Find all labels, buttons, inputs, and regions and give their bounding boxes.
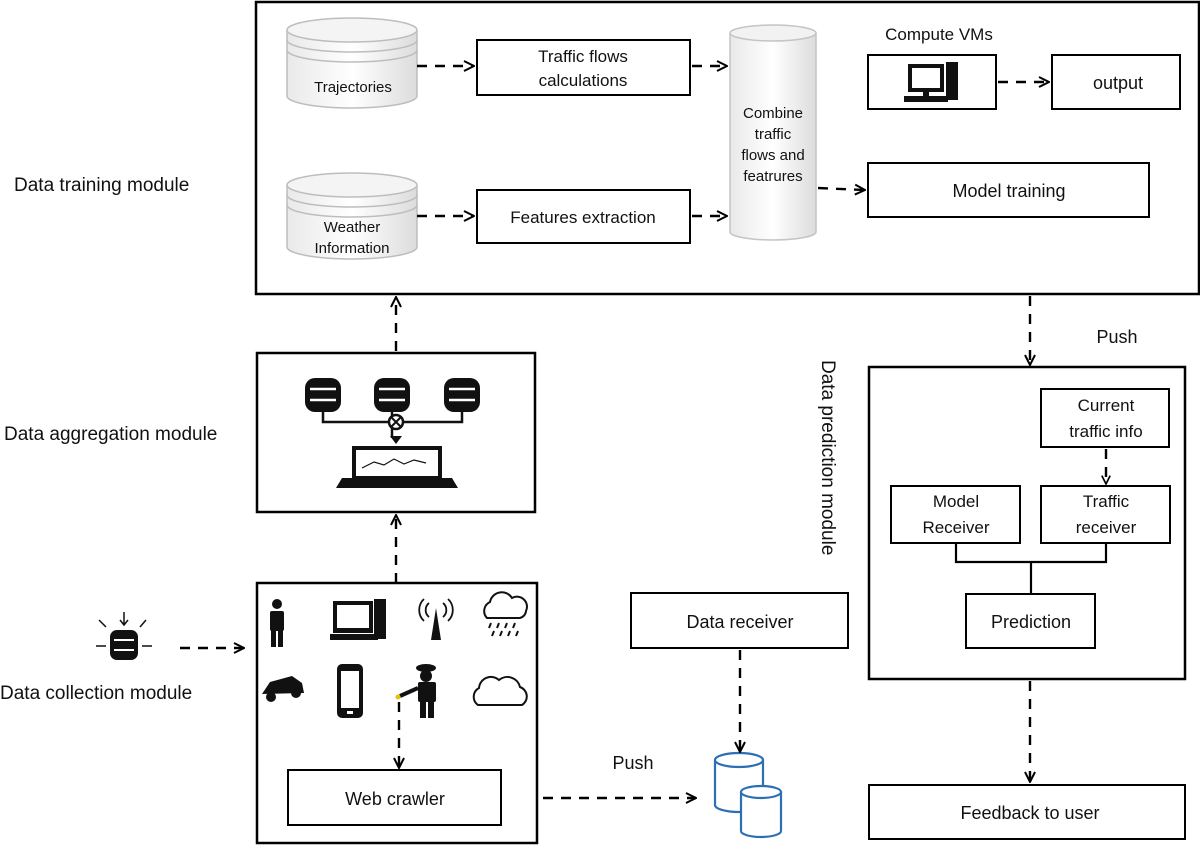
feedback-box [868,784,1186,840]
db-stack-icon-3 [444,378,480,412]
trajectories-database-icon [286,17,418,109]
weather-label-line1: Weather [324,219,380,236]
cloud-icon [472,675,528,706]
arrow-combine-to-model-training [817,188,865,190]
car-icon [262,676,304,702]
trajectories-label: Trajectories [314,79,392,96]
training-module-label: Data training module [14,175,189,196]
traffic-receiver-label-line2: receiver [1076,518,1137,537]
computer-icon [904,62,958,102]
prediction-module-label: Data prediction module [817,360,838,555]
prediction-box [965,593,1096,649]
weather-label-line2: Information [314,240,389,257]
aggregation-module-box [255,351,537,514]
person-icon [270,599,284,647]
desktop-computer-icon [330,599,386,640]
push-label-bottom: Push [612,753,653,773]
db-stack-icon-1 [305,378,341,412]
model-receiver-label-line1: Model [933,492,979,511]
traffic-receiver-box [1040,485,1171,544]
weather-database-icon [286,172,418,260]
model-receiver-label-line2: Receiver [922,518,989,537]
receivers-connector [954,543,1108,594]
features-extraction-box [476,189,691,244]
rain-cloud-icon [483,591,528,637]
prediction-label: Prediction [991,612,1071,632]
output-label: output [1093,73,1143,93]
traffic-flows-box [476,39,691,96]
traffic-flows-label-line1: Traffic flows [538,47,628,66]
combine-label-line1: Combine [743,105,803,122]
aggregation-module-label: Data aggregation module [4,424,217,445]
data-receiver-box [630,592,849,649]
traffic-receiver-label-line1: Traffic [1083,492,1130,511]
feedback-label: Feedback to user [960,803,1099,823]
model-training-label: Model training [952,181,1065,201]
combine-cylinder-icon [729,24,817,241]
traffic-flows-label-line2: calculations [539,71,628,90]
aggregation-icon [305,378,480,488]
antenna-tower-icon [418,598,454,640]
current-traffic-label-line2: traffic info [1069,422,1142,441]
data-sources-icon [96,612,152,660]
current-traffic-label-line1: Current [1078,396,1135,415]
combine-label-line4: featrures [743,168,802,185]
features-extraction-label: Features extraction [510,208,656,227]
storage-database-icon [713,751,783,839]
web-crawler-box [287,769,502,826]
combine-label-line2: traffic [755,126,792,143]
smartphone-icon [337,664,363,718]
compute-vms-label: Compute VMs [885,25,993,44]
combine-label-line3: flows and [741,147,804,164]
collection-module-label: Data collection module [0,683,192,704]
db-stack-icon-2 [374,378,410,412]
model-training-box [867,162,1150,218]
current-traffic-box [1040,388,1170,448]
data-receiver-label: Data receiver [686,612,793,632]
output-box [1051,54,1181,110]
push-label-top: Push [1096,327,1137,347]
traffic-officer-icon [395,664,436,718]
web-crawler-label: Web crawler [345,789,445,809]
